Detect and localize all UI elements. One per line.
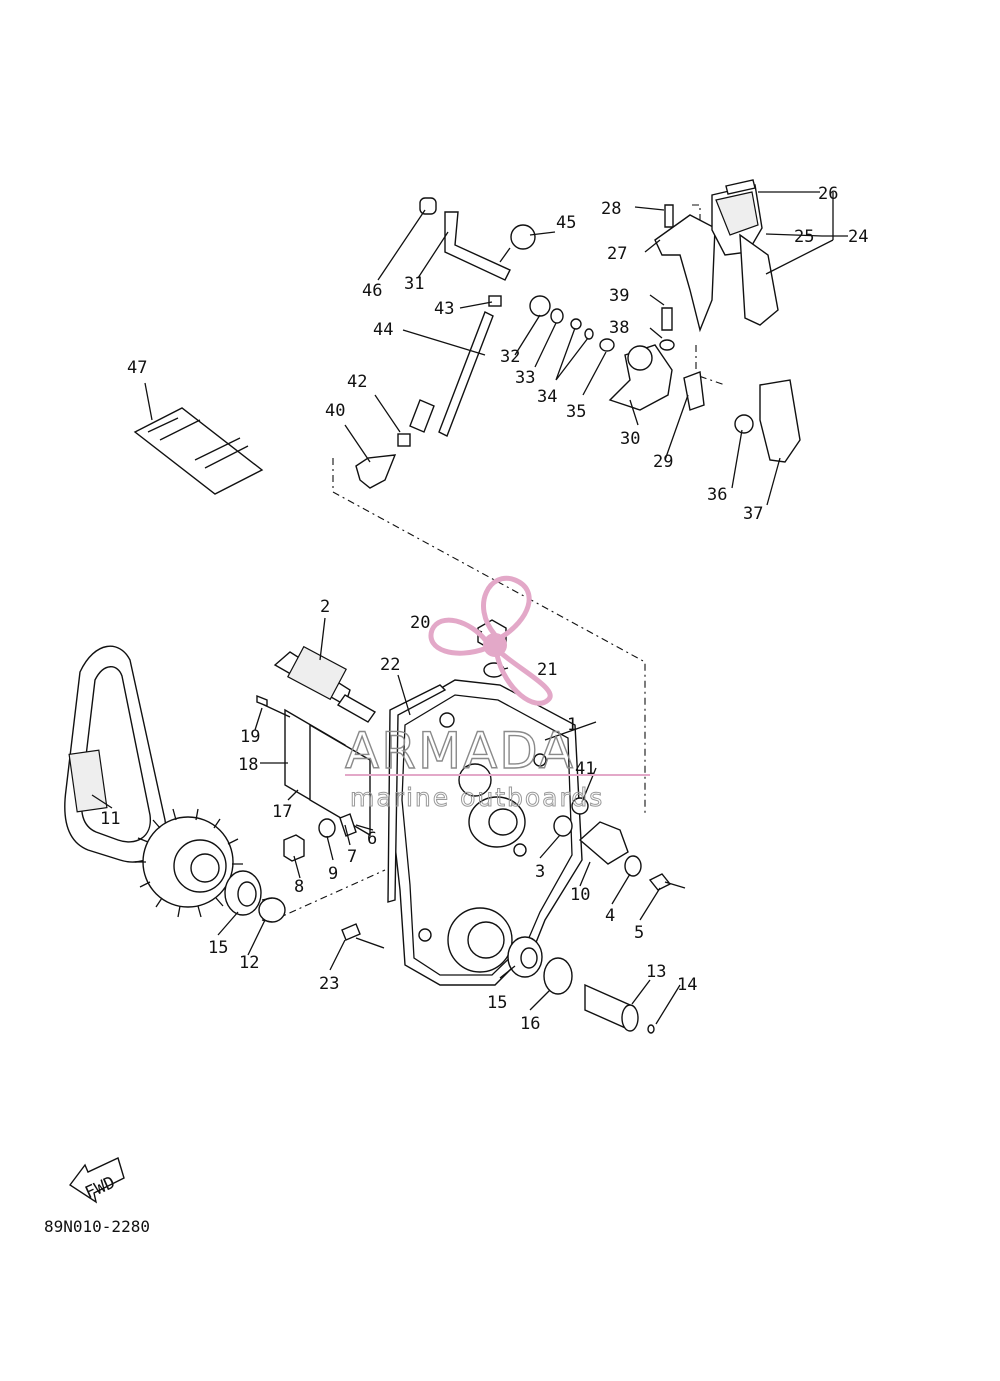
callout-35: 35 [566, 402, 586, 422]
callout-30: 30 [620, 429, 640, 449]
callout-labels: 1 2 3 4 5 6 7 8 9 10 11 12 13 14 15 15 1… [100, 184, 868, 1034]
callout-1: 1 [567, 715, 577, 735]
callout-8: 8 [294, 877, 304, 897]
callout-41: 41 [575, 759, 595, 779]
callout-34: 34 [537, 387, 557, 407]
callout-18: 18 [238, 755, 258, 775]
callout-29: 29 [653, 452, 673, 472]
decal [133, 407, 264, 495]
gear-case [389, 679, 583, 986]
callout-28: 28 [601, 199, 621, 219]
callout-25: 25 [794, 227, 814, 247]
callout-27: 27 [607, 244, 627, 264]
callout-38: 38 [609, 318, 629, 338]
leader-lines [91, 191, 848, 1025]
callout-9: 9 [328, 864, 338, 884]
callout-11: 11 [100, 809, 120, 829]
callout-13: 13 [646, 962, 666, 982]
callout-33: 33 [515, 368, 535, 388]
callout-23: 23 [319, 974, 339, 994]
callout-5: 5 [634, 923, 644, 943]
callout-17: 17 [272, 802, 292, 822]
watermark-propeller-icon [428, 575, 553, 706]
callout-44: 44 [373, 320, 393, 340]
watermark-tagline: marine outboards [350, 783, 604, 812]
drawing-code: 89N010-2280 [44, 1217, 150, 1236]
callout-19: 19 [240, 727, 260, 747]
drive-sprocket [135, 808, 243, 918]
callout-16: 16 [520, 1014, 540, 1034]
gasket [387, 684, 447, 903]
callout-42: 42 [347, 372, 367, 392]
callout-39: 39 [609, 286, 629, 306]
callout-20: 20 [410, 613, 430, 633]
fwd-arrow [68, 1157, 125, 1204]
bearing-left [224, 870, 286, 923]
timing-belt [64, 645, 167, 863]
remote-bracket [608, 179, 801, 463]
callout-45: 45 [556, 213, 576, 233]
callout-40: 40 [325, 401, 345, 421]
callout-6: 6 [367, 829, 377, 849]
callout-15a: 15 [208, 938, 228, 958]
callout-47: 47 [127, 358, 147, 378]
callout-12: 12 [239, 953, 259, 973]
callout-22: 22 [380, 655, 400, 675]
callout-4: 4 [605, 906, 615, 926]
bearing-right [507, 936, 655, 1034]
shift-rod [273, 645, 377, 723]
watermark-brand: ARMADA [345, 722, 575, 780]
callout-7: 7 [347, 847, 357, 867]
callout-43: 43 [434, 299, 454, 319]
plates [284, 708, 371, 837]
callout-14: 14 [677, 975, 697, 995]
callout-24: 24 [848, 227, 868, 247]
callout-15b: 15 [487, 993, 507, 1013]
callout-2: 2 [320, 597, 330, 617]
callout-36: 36 [707, 485, 727, 505]
callout-21: 21 [537, 660, 557, 680]
callout-10: 10 [570, 885, 590, 905]
callout-3: 3 [535, 862, 545, 882]
callout-32: 32 [500, 347, 520, 367]
callout-26: 26 [818, 184, 838, 204]
callout-31: 31 [404, 274, 424, 294]
callout-37: 37 [743, 504, 763, 524]
callout-46: 46 [362, 281, 382, 301]
upper-linkage [355, 197, 615, 489]
